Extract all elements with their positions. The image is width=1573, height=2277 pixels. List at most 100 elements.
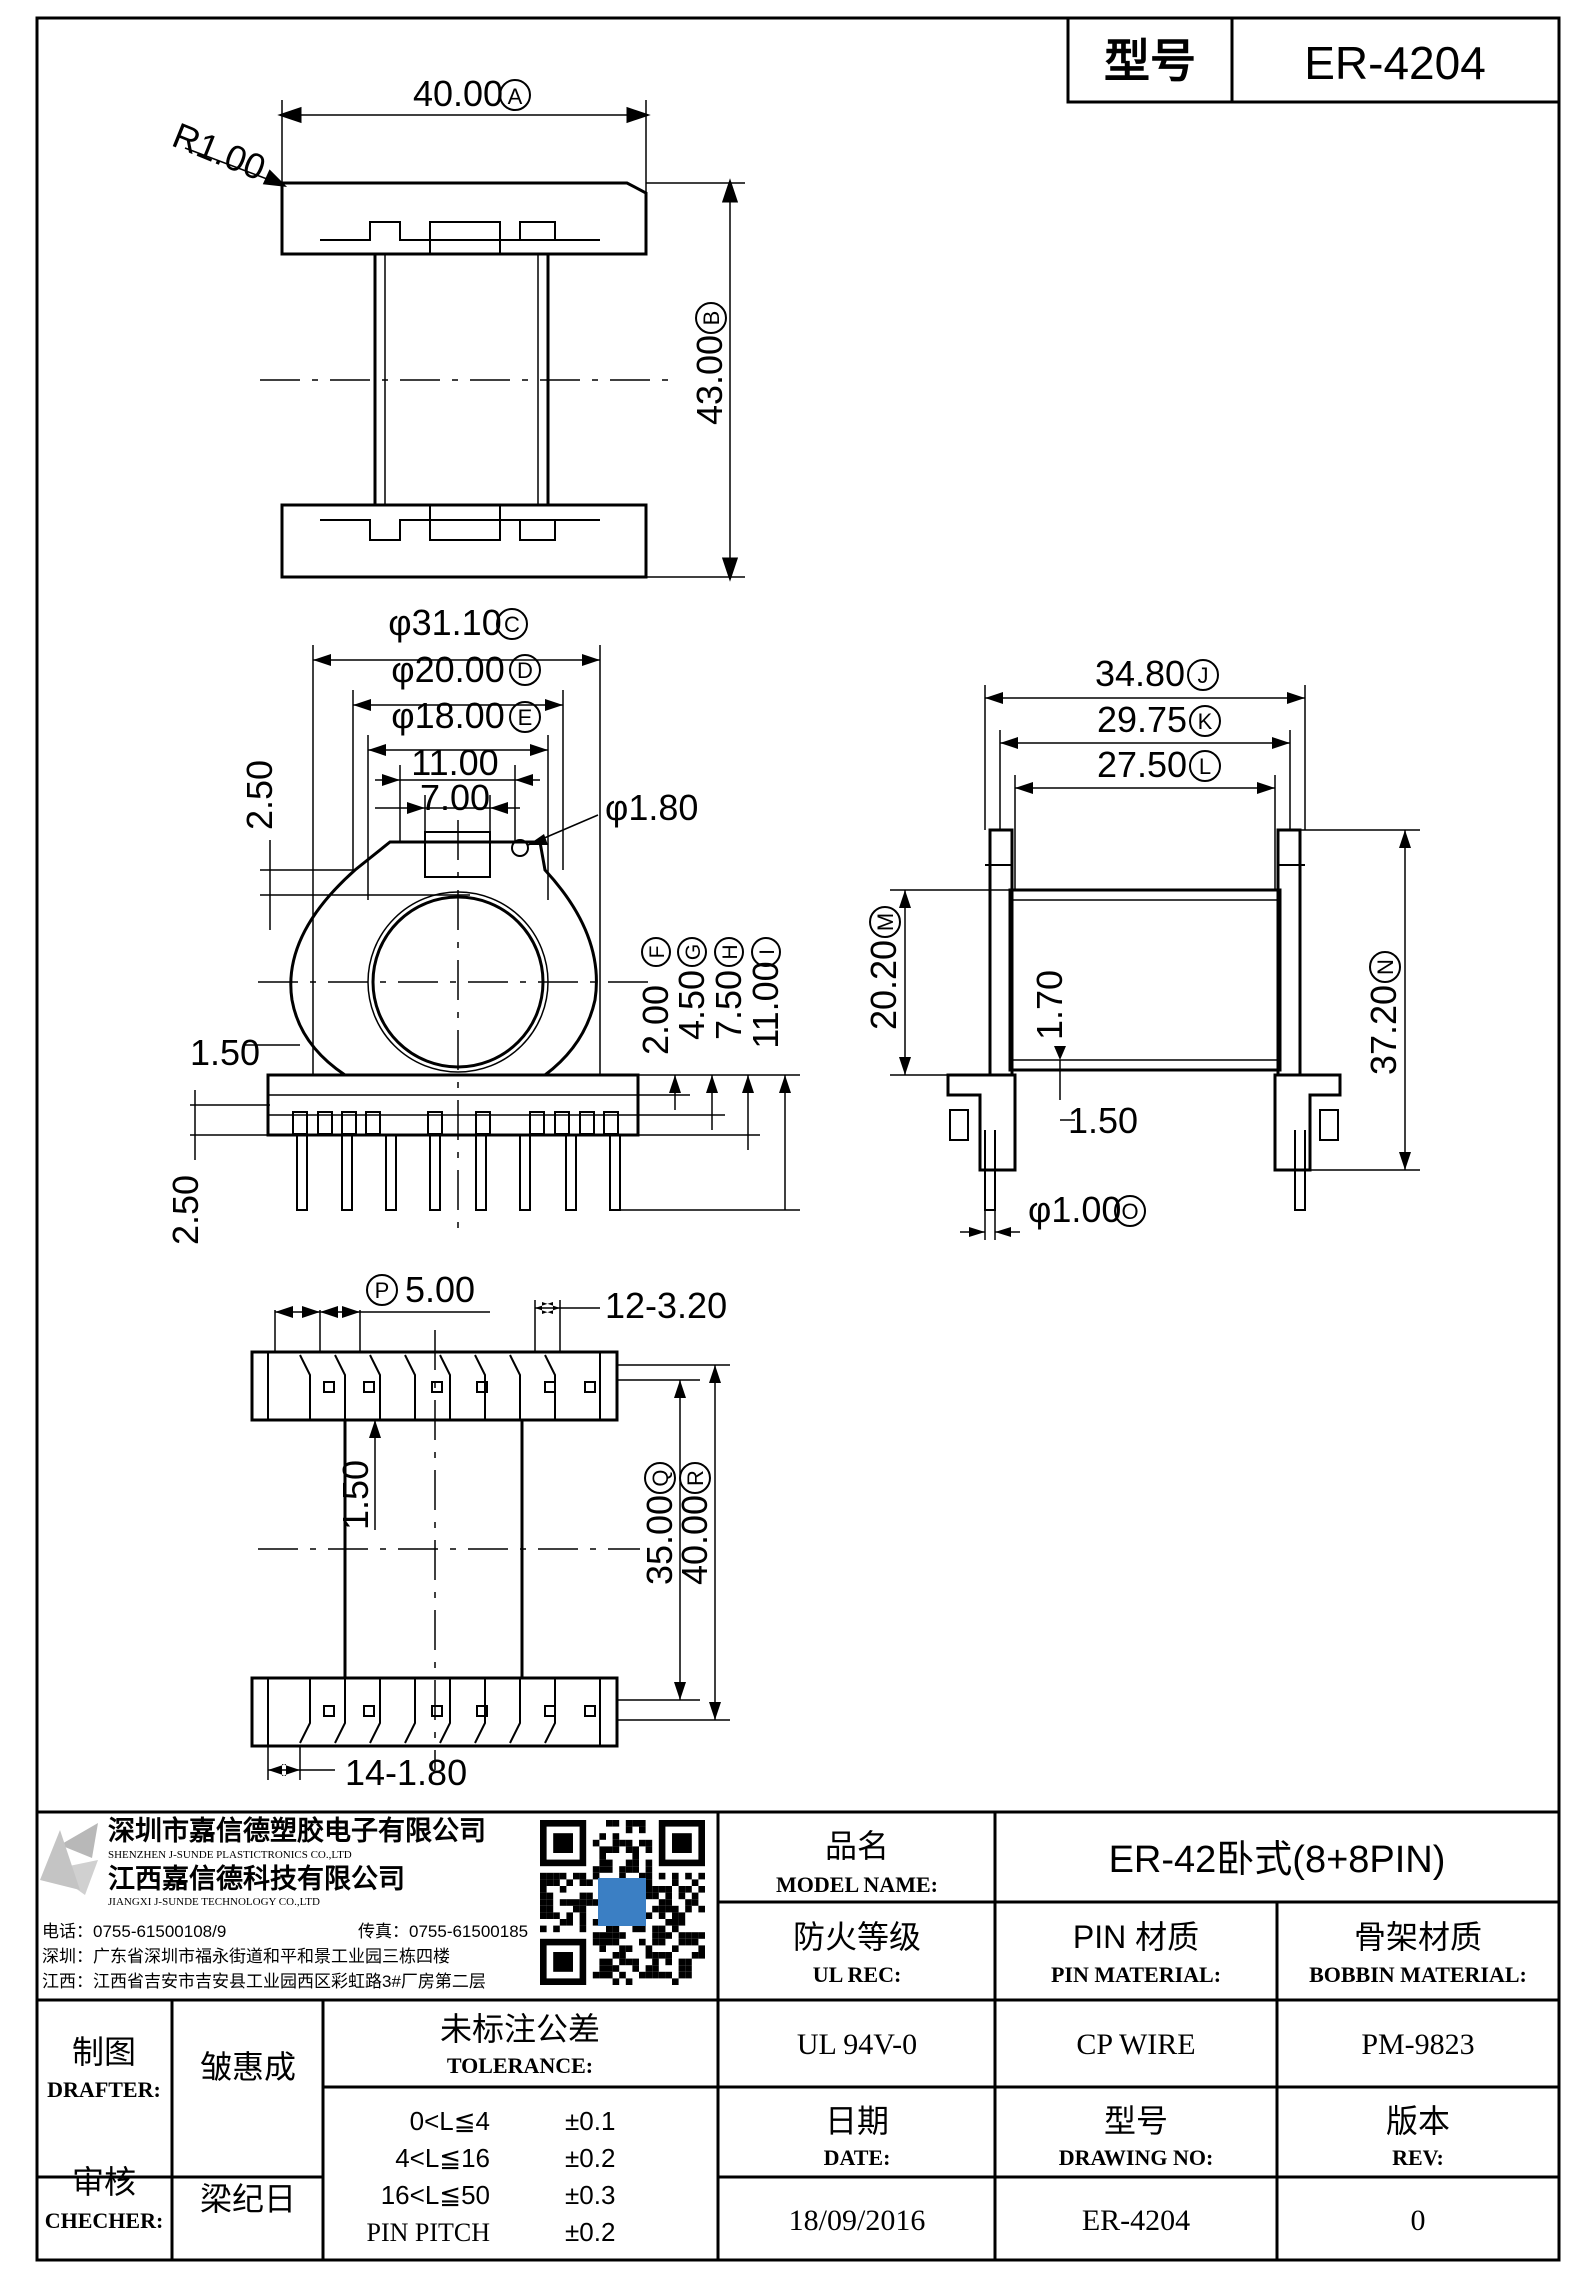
- tb-bobbin-en: BOBBIN MATERIAL:: [1309, 1962, 1527, 1987]
- svg-text:L: L: [1199, 754, 1211, 779]
- ref-k: K: [1189, 705, 1221, 737]
- dim-d-inner: φ18.00: [391, 695, 504, 736]
- header-model-label: 型号: [1104, 35, 1196, 87]
- ref-n: N: [1369, 951, 1401, 983]
- dim-w-k: 29.75: [1097, 699, 1187, 740]
- dim-bottom-offset: 2.50: [165, 1175, 206, 1245]
- tb-tol-val-4: ±0.2: [565, 2217, 615, 2247]
- svg-text:P: P: [375, 1278, 390, 1303]
- svg-text:J: J: [1198, 663, 1209, 688]
- tb-dwg-cn: 型号: [1104, 2103, 1168, 2139]
- dim-t-150: 1.50: [1068, 1100, 1138, 1141]
- dim-w-11: 11.00: [411, 742, 498, 783]
- tb-checker-en: CHECHER:: [45, 2208, 164, 2233]
- ref-l: L: [1189, 750, 1221, 782]
- ref-g: G: [677, 937, 707, 967]
- tb-pin-en: PIN MATERIAL:: [1051, 1962, 1221, 1987]
- ref-h: H: [714, 937, 744, 967]
- ref-m: M: [869, 906, 901, 938]
- tb-tol-range-4: PIN PITCH: [366, 2218, 490, 2247]
- side-view: [890, 685, 1420, 1240]
- dim-pins: 14-1.80: [345, 1752, 467, 1793]
- tb-rev-en: REV:: [1392, 2145, 1444, 2170]
- company-name-en-2: JIANGXI J-SUNDE TECHNOLOGY CO.,LTD: [108, 1896, 320, 1908]
- tb-pin-value: CP WIRE: [1076, 2028, 1195, 2061]
- tb-model-name-en: MODEL NAME:: [776, 1872, 938, 1897]
- dim-h-m: 20.20: [863, 940, 904, 1030]
- ref-i: I: [751, 937, 781, 967]
- ref-d: D: [509, 654, 541, 686]
- dim-hole: φ1.80: [605, 787, 698, 828]
- svg-text:I: I: [756, 949, 779, 955]
- tb-dwg-value: ER-4204: [1082, 2204, 1190, 2237]
- ref-j: J: [1187, 659, 1219, 691]
- svg-text:N: N: [1373, 959, 1398, 975]
- drawing-frame: [35, 16, 1561, 2262]
- dim-h-g: 4.50: [671, 970, 712, 1040]
- tb-drafter-en: DRAFTER:: [47, 2077, 161, 2102]
- dim-h-i: 11.00: [745, 961, 786, 1048]
- tb-dwg-en: DRAWING NO:: [1059, 2145, 1214, 2170]
- ref-p: P: [366, 1274, 398, 1306]
- tb-tol-val-1: ±0.1: [565, 2106, 615, 2136]
- tb-rev-cn: 版本: [1386, 2103, 1450, 2139]
- dim-h-q: 35.00: [639, 1495, 680, 1585]
- svg-text:A: A: [508, 84, 523, 109]
- tb-drafter-cn: 制图: [72, 2034, 136, 2070]
- tb-model-name-cn: 品名: [825, 1828, 889, 1864]
- tb-tol-cn: 未标注公差: [440, 2011, 600, 2047]
- svg-text:K: K: [1198, 709, 1213, 734]
- header-model-value: ER-4204: [1304, 37, 1486, 89]
- svg-text:B: B: [699, 311, 724, 326]
- svg-text:R: R: [683, 1470, 708, 1486]
- dim-w-l: 27.50: [1097, 744, 1187, 785]
- company-addr-sz: 深圳：广东省深圳市福永街道和平和景工业园三栋四楼: [42, 1947, 450, 1966]
- dim-radius: R1.00: [167, 114, 271, 188]
- dim-width-40: 40.00: [413, 73, 503, 114]
- tb-tol-range-3: 16<L≦50: [381, 2180, 490, 2210]
- dim-slot: 12-3.20: [605, 1285, 727, 1326]
- dim-d-outer: φ31.10: [388, 602, 501, 643]
- company-logo: [40, 1823, 98, 1895]
- company-name-cn-2: 江西嘉信德科技有限公司: [108, 1864, 405, 1894]
- svg-text:E: E: [518, 705, 533, 730]
- tb-date-value: 18/09/2016: [789, 2204, 926, 2237]
- ref-e: E: [509, 701, 541, 733]
- dim-left-step: 1.50: [190, 1032, 260, 1073]
- dim-height-43: 43.00: [689, 335, 730, 425]
- tb-ul-value: UL 94V-0: [797, 2028, 917, 2061]
- dim-h-f: 2.00: [635, 985, 676, 1055]
- tb-model-name-value: ER-42卧式(8+8PIN): [1109, 1839, 1446, 1881]
- tb-bobbin-value: PM-9823: [1361, 2028, 1474, 2061]
- company-name-cn-1: 深圳市嘉信德塑胶电子有限公司: [108, 1815, 486, 1846]
- tb-tol-range-1: 0<L≦4: [410, 2106, 490, 2136]
- svg-text:C: C: [504, 612, 520, 637]
- tb-tol-range-2: 4<L≦16: [395, 2143, 490, 2173]
- tb-tol-en: TOLERANCE:: [447, 2053, 593, 2078]
- svg-text:H: H: [719, 944, 742, 959]
- company-addr-jx: 江西：江西省吉安市吉安县工业园西区彩虹路3#厂房第二层: [42, 1972, 486, 1991]
- tb-checker-value: 梁纪日: [200, 2181, 296, 2217]
- tb-tol-val-2: ±0.2: [565, 2143, 615, 2173]
- dim-top-offset: 2.50: [239, 760, 280, 830]
- ref-r: R: [679, 1462, 711, 1494]
- ref-c: C: [496, 608, 528, 640]
- company-phone: 电话：0755-61500108/9: [42, 1922, 226, 1941]
- ref-b: B: [695, 302, 727, 334]
- dim-h-h: 7.50: [708, 970, 749, 1040]
- tb-ul-cn: 防火等级: [793, 1919, 921, 1955]
- svg-text:M: M: [873, 913, 898, 931]
- qr-code: [537, 1817, 709, 1989]
- company-name-en-1: SHENZHEN J-SUNDE PLASTICTRONICS CO.,LTD: [108, 1849, 352, 1861]
- dim-gap: 1.50: [335, 1460, 376, 1530]
- header-box: 型号 ER-4204: [1066, 16, 1561, 104]
- company-fax: 传真：0755-61500185: [358, 1922, 528, 1941]
- svg-text:Q: Q: [648, 1469, 673, 1486]
- dim-pin-dia: φ1.00: [1028, 1189, 1121, 1230]
- dim-t-170: 1.70: [1029, 970, 1070, 1040]
- tb-bobbin-cn: 骨架材质: [1354, 1919, 1482, 1955]
- svg-text:G: G: [682, 944, 705, 960]
- tb-ul-en: UL REC:: [813, 1962, 902, 1987]
- dim-h-n: 37.20: [1363, 985, 1404, 1075]
